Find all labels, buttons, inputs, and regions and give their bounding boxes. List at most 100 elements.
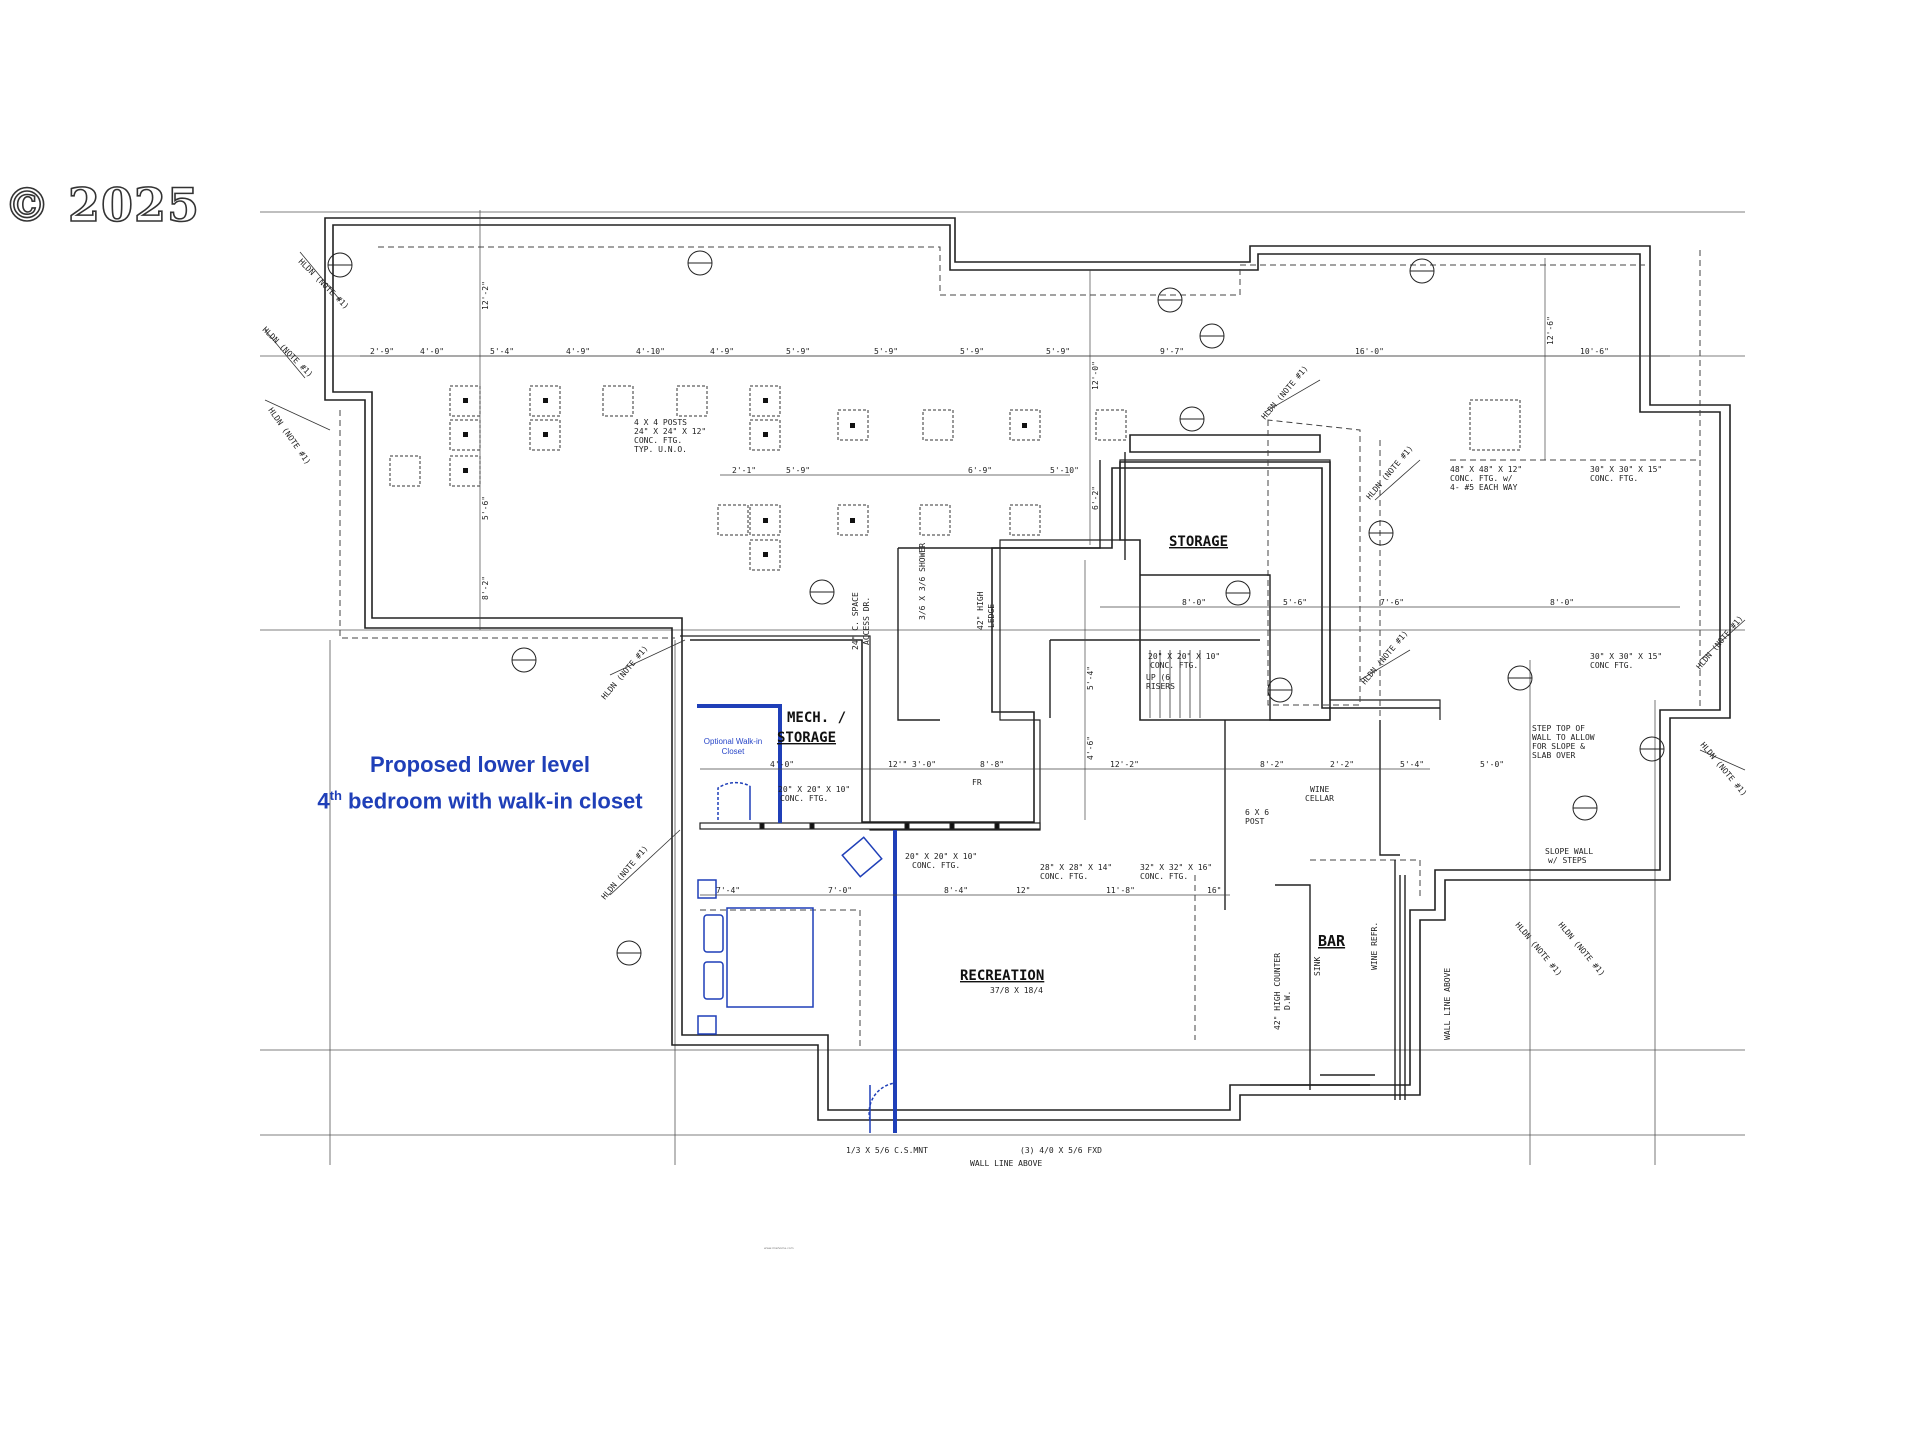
- dim-mech-6: 2'-2": [1330, 760, 1354, 769]
- note-ftg48-3: 4- #5 EACH WAY: [1450, 483, 1518, 492]
- post-footings: [389, 385, 1521, 571]
- note-wine-1: WINE: [1310, 785, 1329, 794]
- note-sink: SINK: [1313, 957, 1322, 976]
- room-bar: BAR: [1318, 932, 1346, 950]
- dim-v-5: 6'-2": [1091, 486, 1100, 510]
- note-crawl-2: ACCESS DR.: [862, 597, 871, 645]
- room-storage: STORAGE: [1169, 534, 1228, 550]
- mid-dimension-labels: 2'-1" 5'-9" 6'-9" 5'-10": [732, 466, 1079, 475]
- note-ftg32-1: 32" X 32" X 16": [1140, 863, 1212, 872]
- dim-mech-3: 8'-8": [980, 760, 1004, 769]
- hldn-label: HLDN (NOTE #1): [266, 406, 312, 466]
- dim-rec-1: 7'-0": [828, 886, 852, 895]
- dim-top-10: 9'-7": [1160, 347, 1184, 356]
- note-step-4: SLAB OVER: [1532, 751, 1576, 760]
- hldn-label: HLDN (NOTE #1): [1513, 921, 1563, 978]
- rec-dimension-labels: 7'-4" 7'-0" 8'-4" 12" 11'-8" 16": [716, 886, 1221, 895]
- hldn-label: HLDN (NOTE #1): [1260, 364, 1310, 421]
- dim-mech-0: 4'-0": [770, 760, 794, 769]
- dim-mech-1: 12'": [888, 760, 907, 769]
- note-ledge-1: 42" HIGH: [976, 591, 985, 630]
- nightstand-2: [697, 1015, 717, 1035]
- note-counter: 42" HIGH COUNTER: [1273, 953, 1282, 1030]
- note-posts-2: 24" X 24" X 12": [634, 427, 706, 436]
- room-recreation: RECREATION: [960, 968, 1044, 984]
- hldn-label: HLDN (NOTE #1): [600, 644, 650, 701]
- dim-top-9: 5'-9": [1046, 347, 1070, 356]
- proposal-ordinal: 4: [317, 788, 330, 814]
- dim-storage-1: 5'-6": [1283, 598, 1307, 607]
- dim-v-3: 12'-0": [1091, 361, 1100, 390]
- post-markers: [463, 398, 1027, 557]
- dimension-lines: [360, 210, 1680, 896]
- dim-rec-5: 16": [1207, 886, 1221, 895]
- note-up-1: UP (6: [1146, 673, 1170, 682]
- dim-v-7: 4'-6": [1086, 736, 1095, 760]
- proposed-doors: [717, 781, 896, 1133]
- proposal-line2-text: bedroom with walk-in closet: [341, 788, 643, 814]
- dim-mech-8: 5'-0": [1480, 760, 1504, 769]
- pillow-2: [703, 961, 724, 1000]
- note-ftg48-2: CONC. FTG. w/: [1450, 474, 1513, 483]
- stairs: [1135, 639, 1210, 718]
- note-ftg30a-1: 30" X 30" X 15": [1590, 465, 1662, 474]
- note-ftg28-1: 28" X 28" X 14": [1040, 863, 1112, 872]
- room-mech-line2: STORAGE: [777, 730, 836, 746]
- note-fr: FR: [972, 778, 982, 787]
- dim-storage-3: 8'-0": [1550, 598, 1574, 607]
- footer-small-text: www.imehome.com: [764, 1246, 794, 1250]
- hldn-label: HLDN (NOTE #1): [1698, 741, 1748, 798]
- chair: [841, 836, 883, 878]
- note-crawl-1: 24" C. SPACE: [851, 592, 860, 650]
- dim-top-0: 2'-9": [370, 347, 394, 356]
- proposal-line1: Proposed lower level: [369, 752, 591, 777]
- note-ftg20b-2: CONC. FTG.: [912, 861, 960, 870]
- note-step-3: FOR SLOPE &: [1532, 742, 1585, 751]
- note-step-2: WALL TO ALLOW: [1532, 733, 1595, 742]
- dim-top-3: 4'-9": [566, 347, 590, 356]
- dim-mid-3: 5'-10": [1050, 466, 1079, 475]
- dim-storage-2: 7'-6": [1380, 598, 1404, 607]
- dim-top-1: 4'-0": [420, 347, 444, 356]
- room-mech-line1: MECH. /: [787, 710, 846, 726]
- storage-dimension-labels: 8'-0" 5'-6" 7'-6" 8'-0": [1182, 598, 1574, 607]
- note-ftg20c-2: CONC. FTG.: [1150, 661, 1198, 670]
- pillow-1: [703, 914, 724, 953]
- dim-top-2: 5'-4": [490, 347, 514, 356]
- note-ftg30b-1: 30" X 30" X 15": [1590, 652, 1662, 661]
- dim-top-12: 10'-6": [1580, 347, 1609, 356]
- grid-lines: [260, 211, 1745, 1165]
- vertical-dimension-labels: 12'-2" 5'-6" 8'-2" 12'-0" 12'-6" 6'-2" 5…: [481, 281, 1555, 760]
- footing-outlines: [339, 246, 1701, 1050]
- interior-walls: [897, 452, 1406, 1100]
- dim-top-5: 4'-9": [710, 347, 734, 356]
- note-ftg30b-2: CONC FTG.: [1590, 661, 1633, 670]
- note-ledge-2: LEDGE: [987, 604, 996, 628]
- dim-mid-0: 2'-1": [732, 466, 756, 475]
- dim-v-6: 5'-4": [1086, 666, 1095, 690]
- note-ftg20a-1: 20" X 20" X 10": [778, 785, 850, 794]
- hldn-label: HLDN (NOTE #1): [600, 844, 650, 901]
- mech-rec-wall: [699, 822, 1041, 830]
- dim-top-11: 16'-0": [1355, 347, 1384, 356]
- note-wall-line: WALL LINE ABOVE: [1443, 968, 1452, 1040]
- note-dw: D.W.: [1283, 991, 1292, 1010]
- note-ftg32-2: CONC. FTG.: [1140, 872, 1188, 881]
- hldn-label: HLDN (NOTE #1): [261, 325, 315, 379]
- room-recreation-size: 37/8 X 18/4: [990, 986, 1043, 995]
- note-door-1: 1/3 X 5/6 C.S.MNT: [846, 1146, 928, 1155]
- section-markers: [327, 250, 1665, 966]
- dim-storage-0: 8'-0": [1182, 598, 1206, 607]
- proposal-ordinal-suffix: th: [329, 788, 342, 803]
- note-ftg30a-2: CONC. FTG.: [1590, 474, 1638, 483]
- note-up-2: RISERS: [1146, 682, 1175, 691]
- proposed-bedroom-walls: [697, 704, 897, 1133]
- note-wine-2: CELLAR: [1305, 794, 1334, 803]
- note-slope-2: w/ STEPS: [1548, 856, 1587, 865]
- note-posts-1: 4 X 4 POSTS: [634, 418, 687, 427]
- bed-furniture: [697, 836, 883, 1035]
- top-dimension-labels: 2'-9" 4'-0" 5'-4" 4'-9" 4'-10" 4'-9" 5'-…: [370, 347, 1609, 356]
- dim-top-8: 5'-9": [960, 347, 984, 356]
- note-ftg20a-2: CONC. FTG.: [780, 794, 828, 803]
